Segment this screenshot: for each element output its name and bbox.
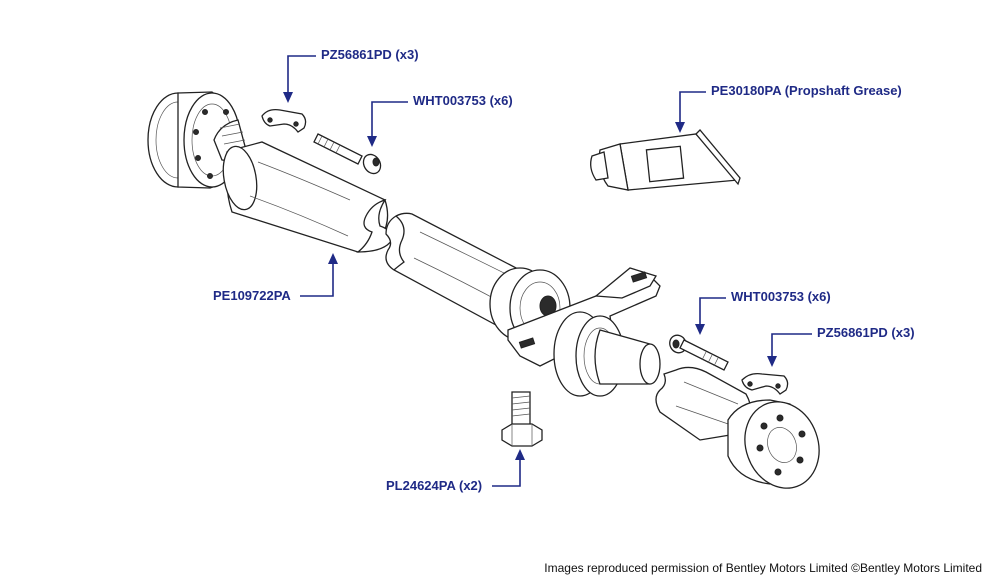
leader-bolt-top [367, 101, 408, 147]
mount-bolt-part [501, 391, 543, 447]
grease-tube [590, 129, 741, 191]
leader-mount-bolt [492, 449, 525, 487]
callout-grease[interactable]: PE30180PA (Propshaft Grease) [711, 83, 902, 98]
callout-bearing-cap-top[interactable]: PZ56861PD (x3) [321, 47, 419, 62]
callout-mount-bolt[interactable]: PL24624PA (x2) [386, 478, 483, 493]
leader-grease [675, 91, 706, 133]
callout-propshaft[interactable]: PE109722PA [213, 288, 291, 303]
centre-bearing-assembly [489, 267, 661, 397]
leader-bolt-bottom [695, 297, 726, 335]
bearing-cap-top-part [261, 108, 307, 133]
callout-bolt-top[interactable]: WHT003753 (x6) [413, 93, 513, 108]
rear-tube [385, 212, 521, 340]
callout-bolt-bottom[interactable]: WHT003753 (x6) [731, 289, 831, 304]
bolt-bottom-part [669, 334, 729, 371]
leader-bearing-cap-bottom [767, 333, 812, 367]
front-tube [222, 141, 393, 253]
leader-bearing-cap-top [283, 55, 316, 103]
rear-flange [727, 399, 820, 489]
bolt-top-part [313, 133, 382, 175]
bearing-cap-bottom-part [741, 372, 789, 395]
callout-bearing-cap-bottom[interactable]: PZ56861PD (x3) [817, 325, 915, 340]
copyright-credit: Images reproduced permission of Bentley … [544, 561, 982, 575]
leader-propshaft [300, 253, 338, 297]
